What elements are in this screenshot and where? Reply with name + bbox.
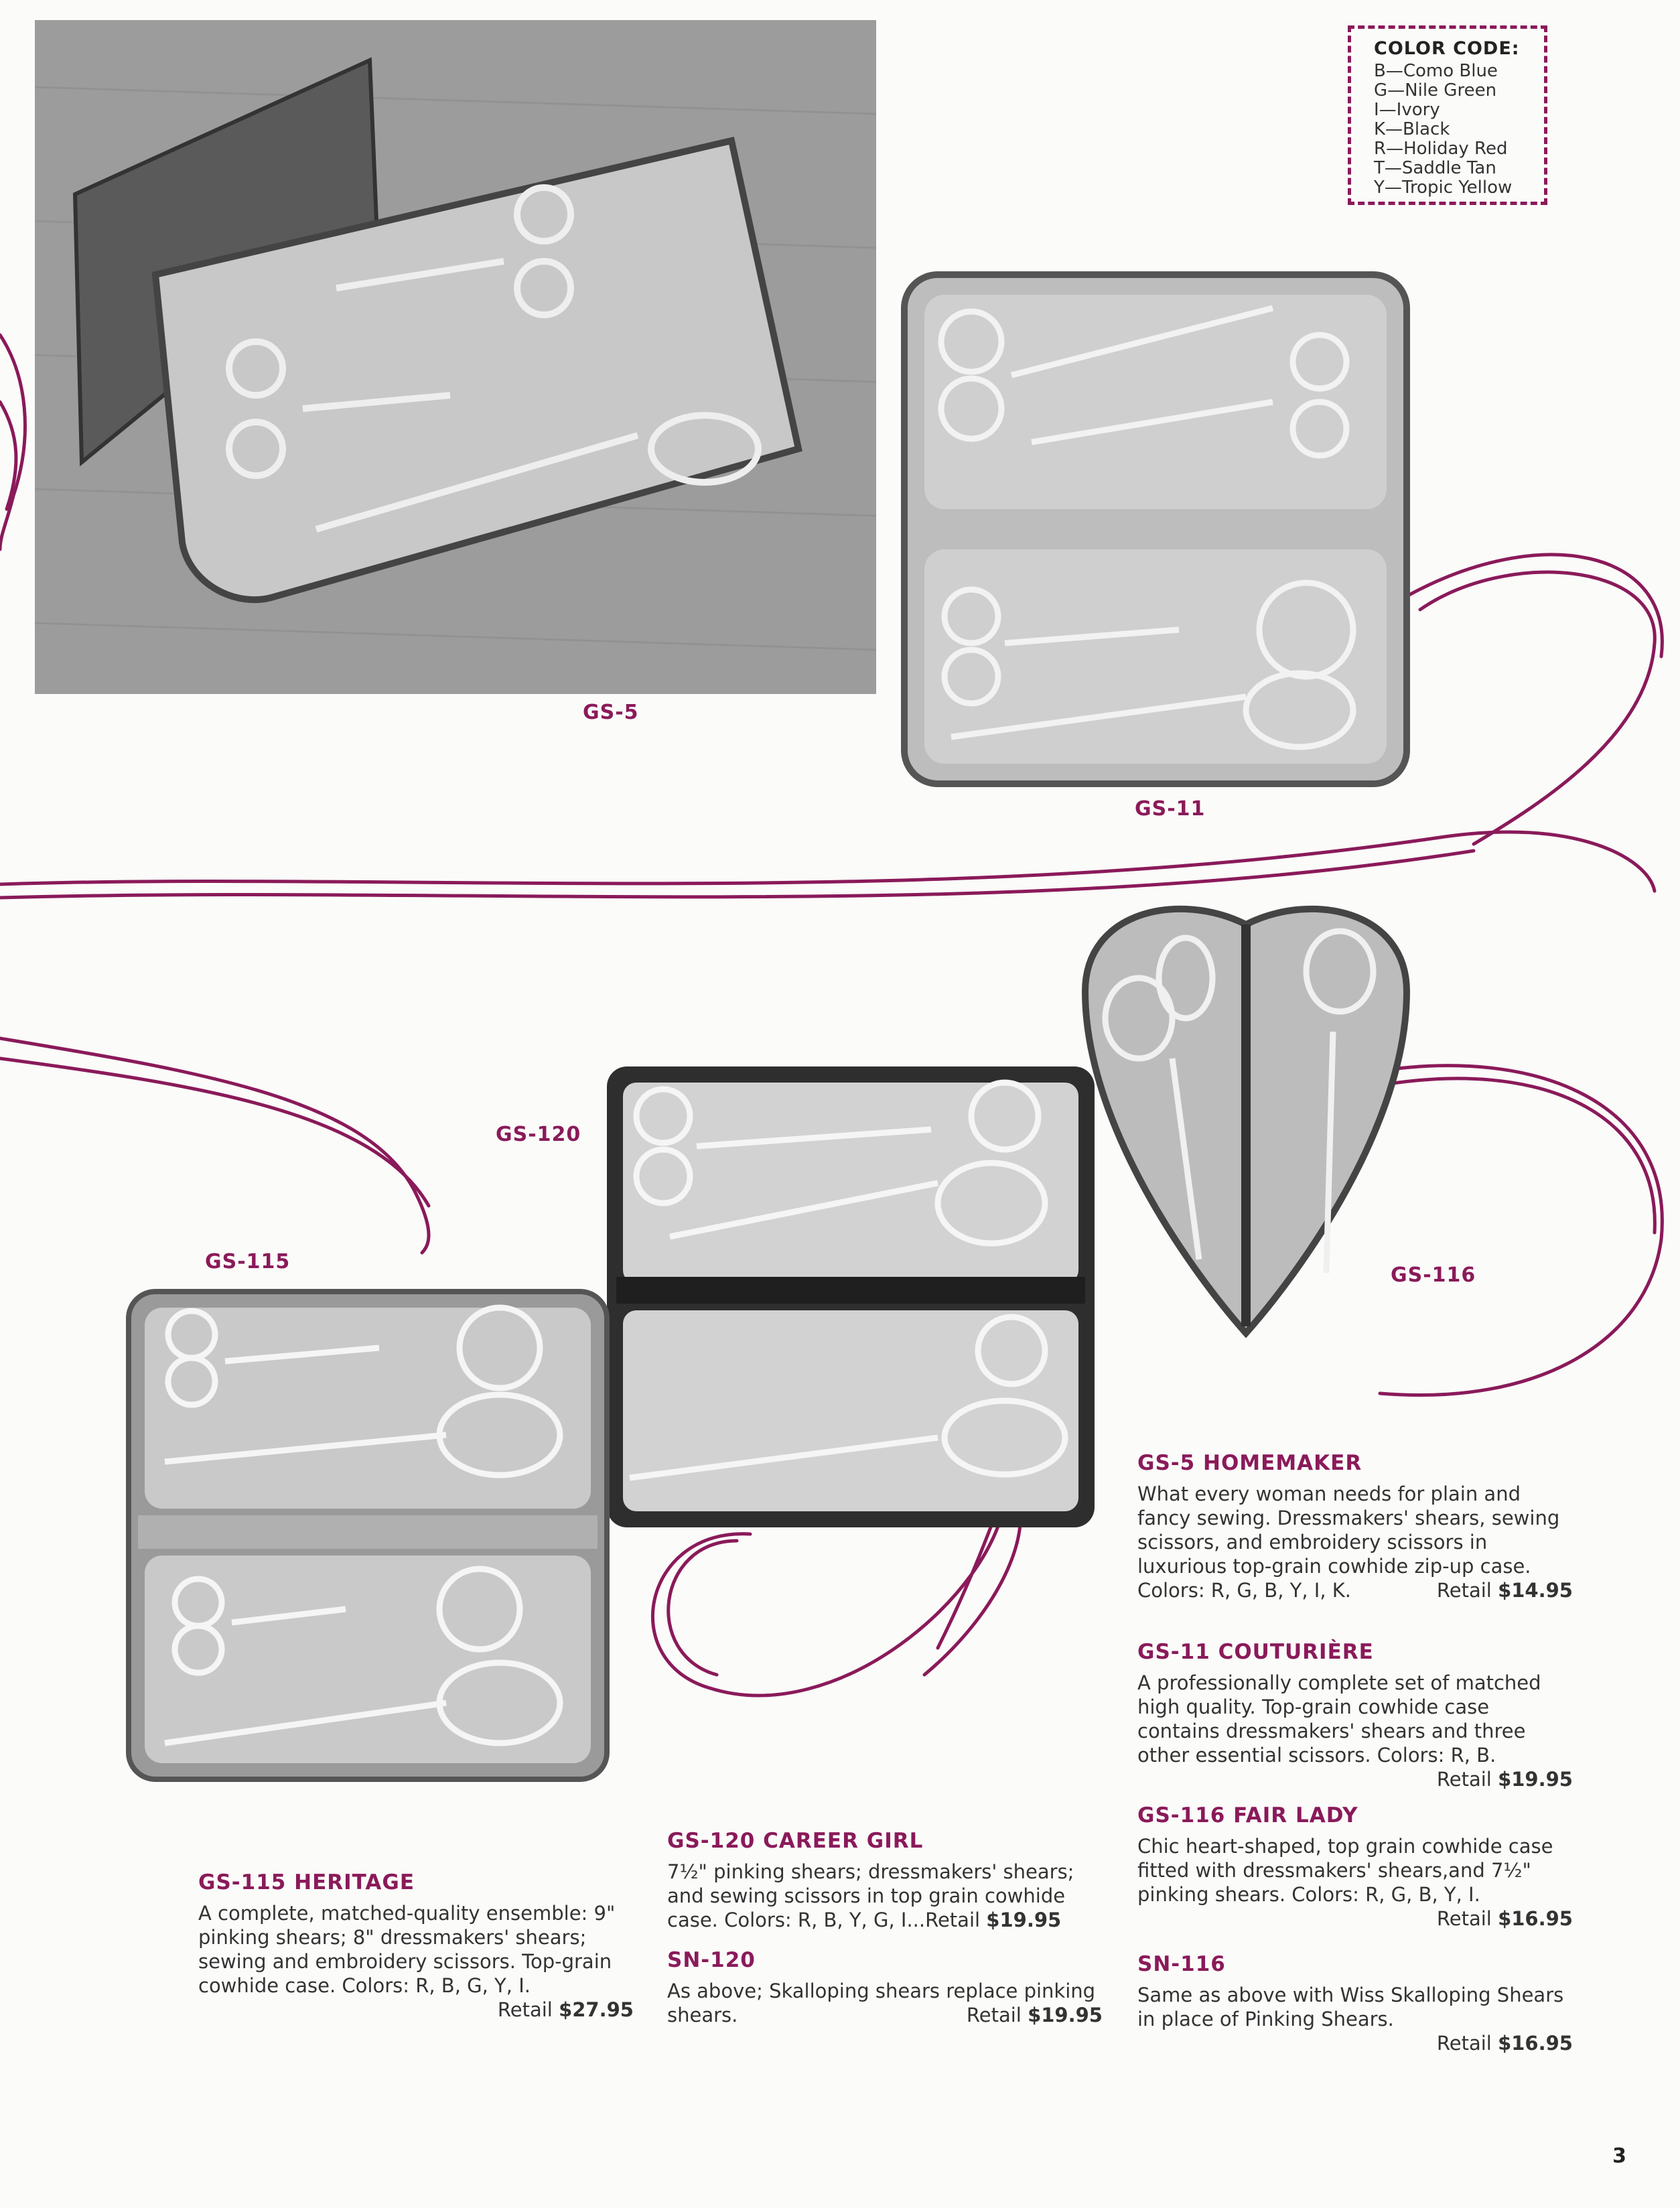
product-price: $14.95: [1498, 1579, 1573, 1602]
product-heading: GS-115 HERITAGE: [198, 1870, 415, 1894]
page-number: 3: [1612, 2144, 1626, 2168]
photo-gs116: [1072, 898, 1420, 1340]
product-price-line: Retail $16.95: [1137, 2031, 1573, 2055]
product-gs120: GS-120 CAREER GIRL 7½" pinking shears; d…: [667, 1829, 1103, 1932]
product-heading: GS-5 HOMEMAKER: [1137, 1451, 1362, 1475]
color-code-item: B—Como Blue: [1374, 61, 1498, 81]
product-price-line: Retail $19.95: [1137, 1767, 1573, 1791]
product-description: Chic heart-shaped, top grain cowhide cas…: [1137, 1835, 1553, 1906]
product-price-line: Retail $27.95: [198, 1998, 634, 2022]
product-sn116: SN-116 Same as above with Wiss Skallopin…: [1137, 1952, 1573, 2055]
product-gs11: GS-11 COUTURIÈRE A professionally comple…: [1137, 1640, 1573, 1791]
product-sn120: SN-120 As above; Skalloping shears repla…: [667, 1948, 1103, 2027]
photo-gs11: [898, 268, 1413, 790]
label-gs115: GS-115: [205, 1250, 291, 1273]
gs116-case-image: [1081, 905, 1411, 1338]
color-code-item: K—Black: [1374, 119, 1450, 139]
product-description: A professionally complete set of matched…: [1137, 1671, 1541, 1767]
product-description: Same as above with Wiss Skalloping Shear…: [1137, 1984, 1564, 2030]
product-price: $16.95: [1498, 2032, 1573, 2055]
color-code-box: COLOR CODE: B—Como Blue G—Nile Green I—I…: [1348, 25, 1547, 205]
product-price: $19.95: [1498, 1768, 1573, 1791]
product-heading: SN-120: [667, 1948, 756, 1972]
photo-gs120: [603, 1062, 1099, 1531]
photo-gs115: [125, 1288, 611, 1783]
retail-label: Retail: [1436, 1907, 1492, 1930]
product-description-text: 7½" pinking shears; dressmakers' shears;…: [667, 1860, 1074, 1931]
product-description: What every woman needs for plain and fan…: [1137, 1482, 1560, 1578]
product-heading: GS-120 CAREER GIRL: [667, 1829, 924, 1853]
label-gs11: GS-11: [1135, 797, 1206, 821]
product-price: $19.95: [1028, 2004, 1103, 2026]
retail-label: Retail: [1436, 1768, 1492, 1791]
product-description: A complete, matched-quality ensemble: 9"…: [198, 1902, 616, 1997]
product-price: $16.95: [1498, 1907, 1573, 1930]
product-colors: Colors: R, G, B, Y, I, K.: [1137, 1579, 1352, 1602]
product-price-line: Retail $16.95: [1137, 1907, 1573, 1931]
gs5-case-image: [35, 20, 876, 694]
gs11-case-image: [901, 271, 1410, 787]
product-price-line: Retail $19.95: [667, 2003, 1103, 2027]
product-gs116: GS-116 FAIR LADY Chic heart-shaped, top …: [1137, 1803, 1573, 1931]
product-description: 7½" pinking shears; dressmakers' shears;…: [667, 1860, 1103, 1932]
color-code-title: COLOR CODE:: [1374, 38, 1520, 59]
photo-gs5: [35, 20, 876, 694]
gs120-case-image: [607, 1066, 1095, 1527]
retail-label: Retail: [966, 2004, 1022, 2026]
color-code-item: R—Holiday Red: [1374, 139, 1508, 159]
color-code-item: G—Nile Green: [1374, 80, 1497, 100]
product-heading: GS-11 COUTURIÈRE: [1137, 1640, 1374, 1664]
product-heading: SN-116: [1137, 1952, 1226, 1976]
product-description: As above; Skalloping shears replace pink…: [667, 1980, 1096, 2026]
retail-label: Retail: [1436, 1579, 1492, 1602]
color-code-item: Y—Tropic Yellow: [1374, 178, 1513, 198]
color-code-item: I—Ivory: [1374, 100, 1440, 120]
product-price-line: Colors: R, G, B, Y, I, K. Retail $14.95: [1137, 1578, 1573, 1602]
label-gs116: GS-116: [1391, 1263, 1476, 1287]
retail-label: Retail: [925, 1909, 981, 1931]
product-heading: GS-116 FAIR LADY: [1137, 1803, 1358, 1827]
label-gs5: GS-5: [583, 701, 639, 724]
retail-label: Retail: [497, 1998, 553, 2021]
product-price: $19.95: [986, 1909, 1062, 1931]
product-gs5: GS-5 HOMEMAKER What every woman needs fo…: [1137, 1451, 1573, 1602]
product-price: $27.95: [559, 1998, 634, 2021]
gs115-case-image: [126, 1289, 610, 1782]
product-gs115: GS-115 HERITAGE A complete, matched-qual…: [198, 1870, 634, 2022]
color-code-item: T—Saddle Tan: [1374, 158, 1496, 178]
label-gs120: GS-120: [496, 1123, 581, 1146]
retail-label: Retail: [1436, 2032, 1492, 2055]
